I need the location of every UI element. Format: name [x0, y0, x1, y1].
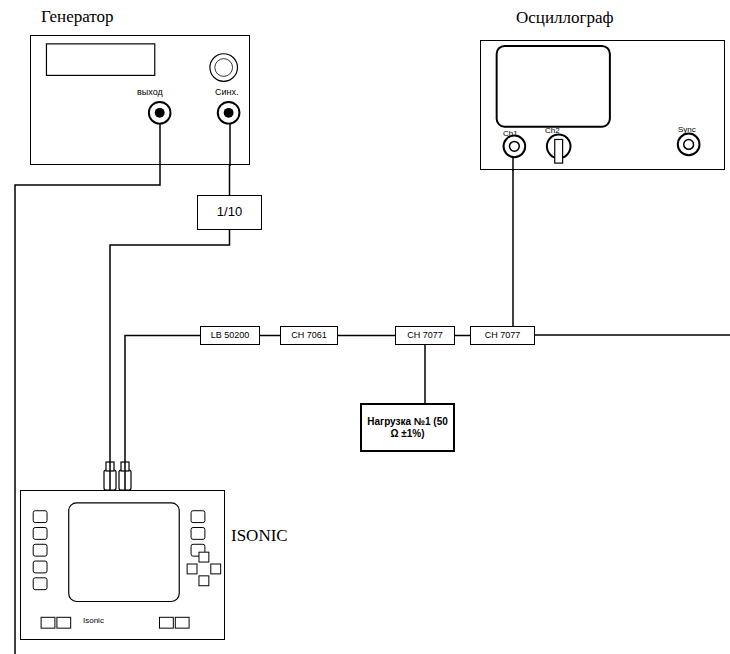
cable [125, 336, 200, 491]
brand-label: Isonic [83, 617, 104, 626]
adapter-box: LB 50200 [200, 326, 260, 345]
cable [260, 335, 280, 337]
line-to-right [520, 334, 730, 336]
channel-label: Ch1 [503, 130, 518, 139]
box-label: CH 7077 [485, 330, 521, 340]
cable [455, 335, 470, 337]
isonic-device: ISONICIsonic [20, 490, 225, 640]
generator-device: ГенераторвыходСинх. [30, 35, 250, 165]
cable [110, 230, 230, 490]
oscilloscope-device: ОсциллографCh1Ch2Sync [480, 40, 725, 170]
tee-box: CH 7077 [470, 326, 535, 345]
cable [338, 335, 395, 337]
box-label: LB 50200 [211, 330, 250, 340]
cable [512, 170, 514, 326]
box-label: Нагрузка №1 (50 Ω ±1%) [366, 416, 449, 439]
channel-label: Sync [678, 126, 696, 135]
device-title: Осциллограф [516, 9, 614, 28]
box-label: CH 7077 [407, 330, 443, 340]
box-label: 1/10 [217, 205, 242, 220]
device-drawing [481, 41, 724, 169]
device-drawing [31, 36, 249, 164]
device-title: ISONIC [231, 527, 288, 546]
tee-box: CH 7077 [395, 326, 455, 345]
device-drawing [21, 491, 224, 639]
device-title: Генератор [41, 8, 114, 27]
adapter-box: CH 7061 [280, 326, 338, 345]
jack-label: Синх. [215, 88, 239, 98]
channel-label: Ch2 [545, 127, 560, 136]
jack-label: выход [137, 88, 163, 98]
attenuator-box: 1/10 [197, 195, 262, 230]
cable [229, 165, 231, 195]
cable [424, 345, 426, 403]
load-box: Нагрузка №1 (50 Ω ±1%) [360, 403, 455, 452]
box-label: CH 7061 [291, 330, 327, 340]
